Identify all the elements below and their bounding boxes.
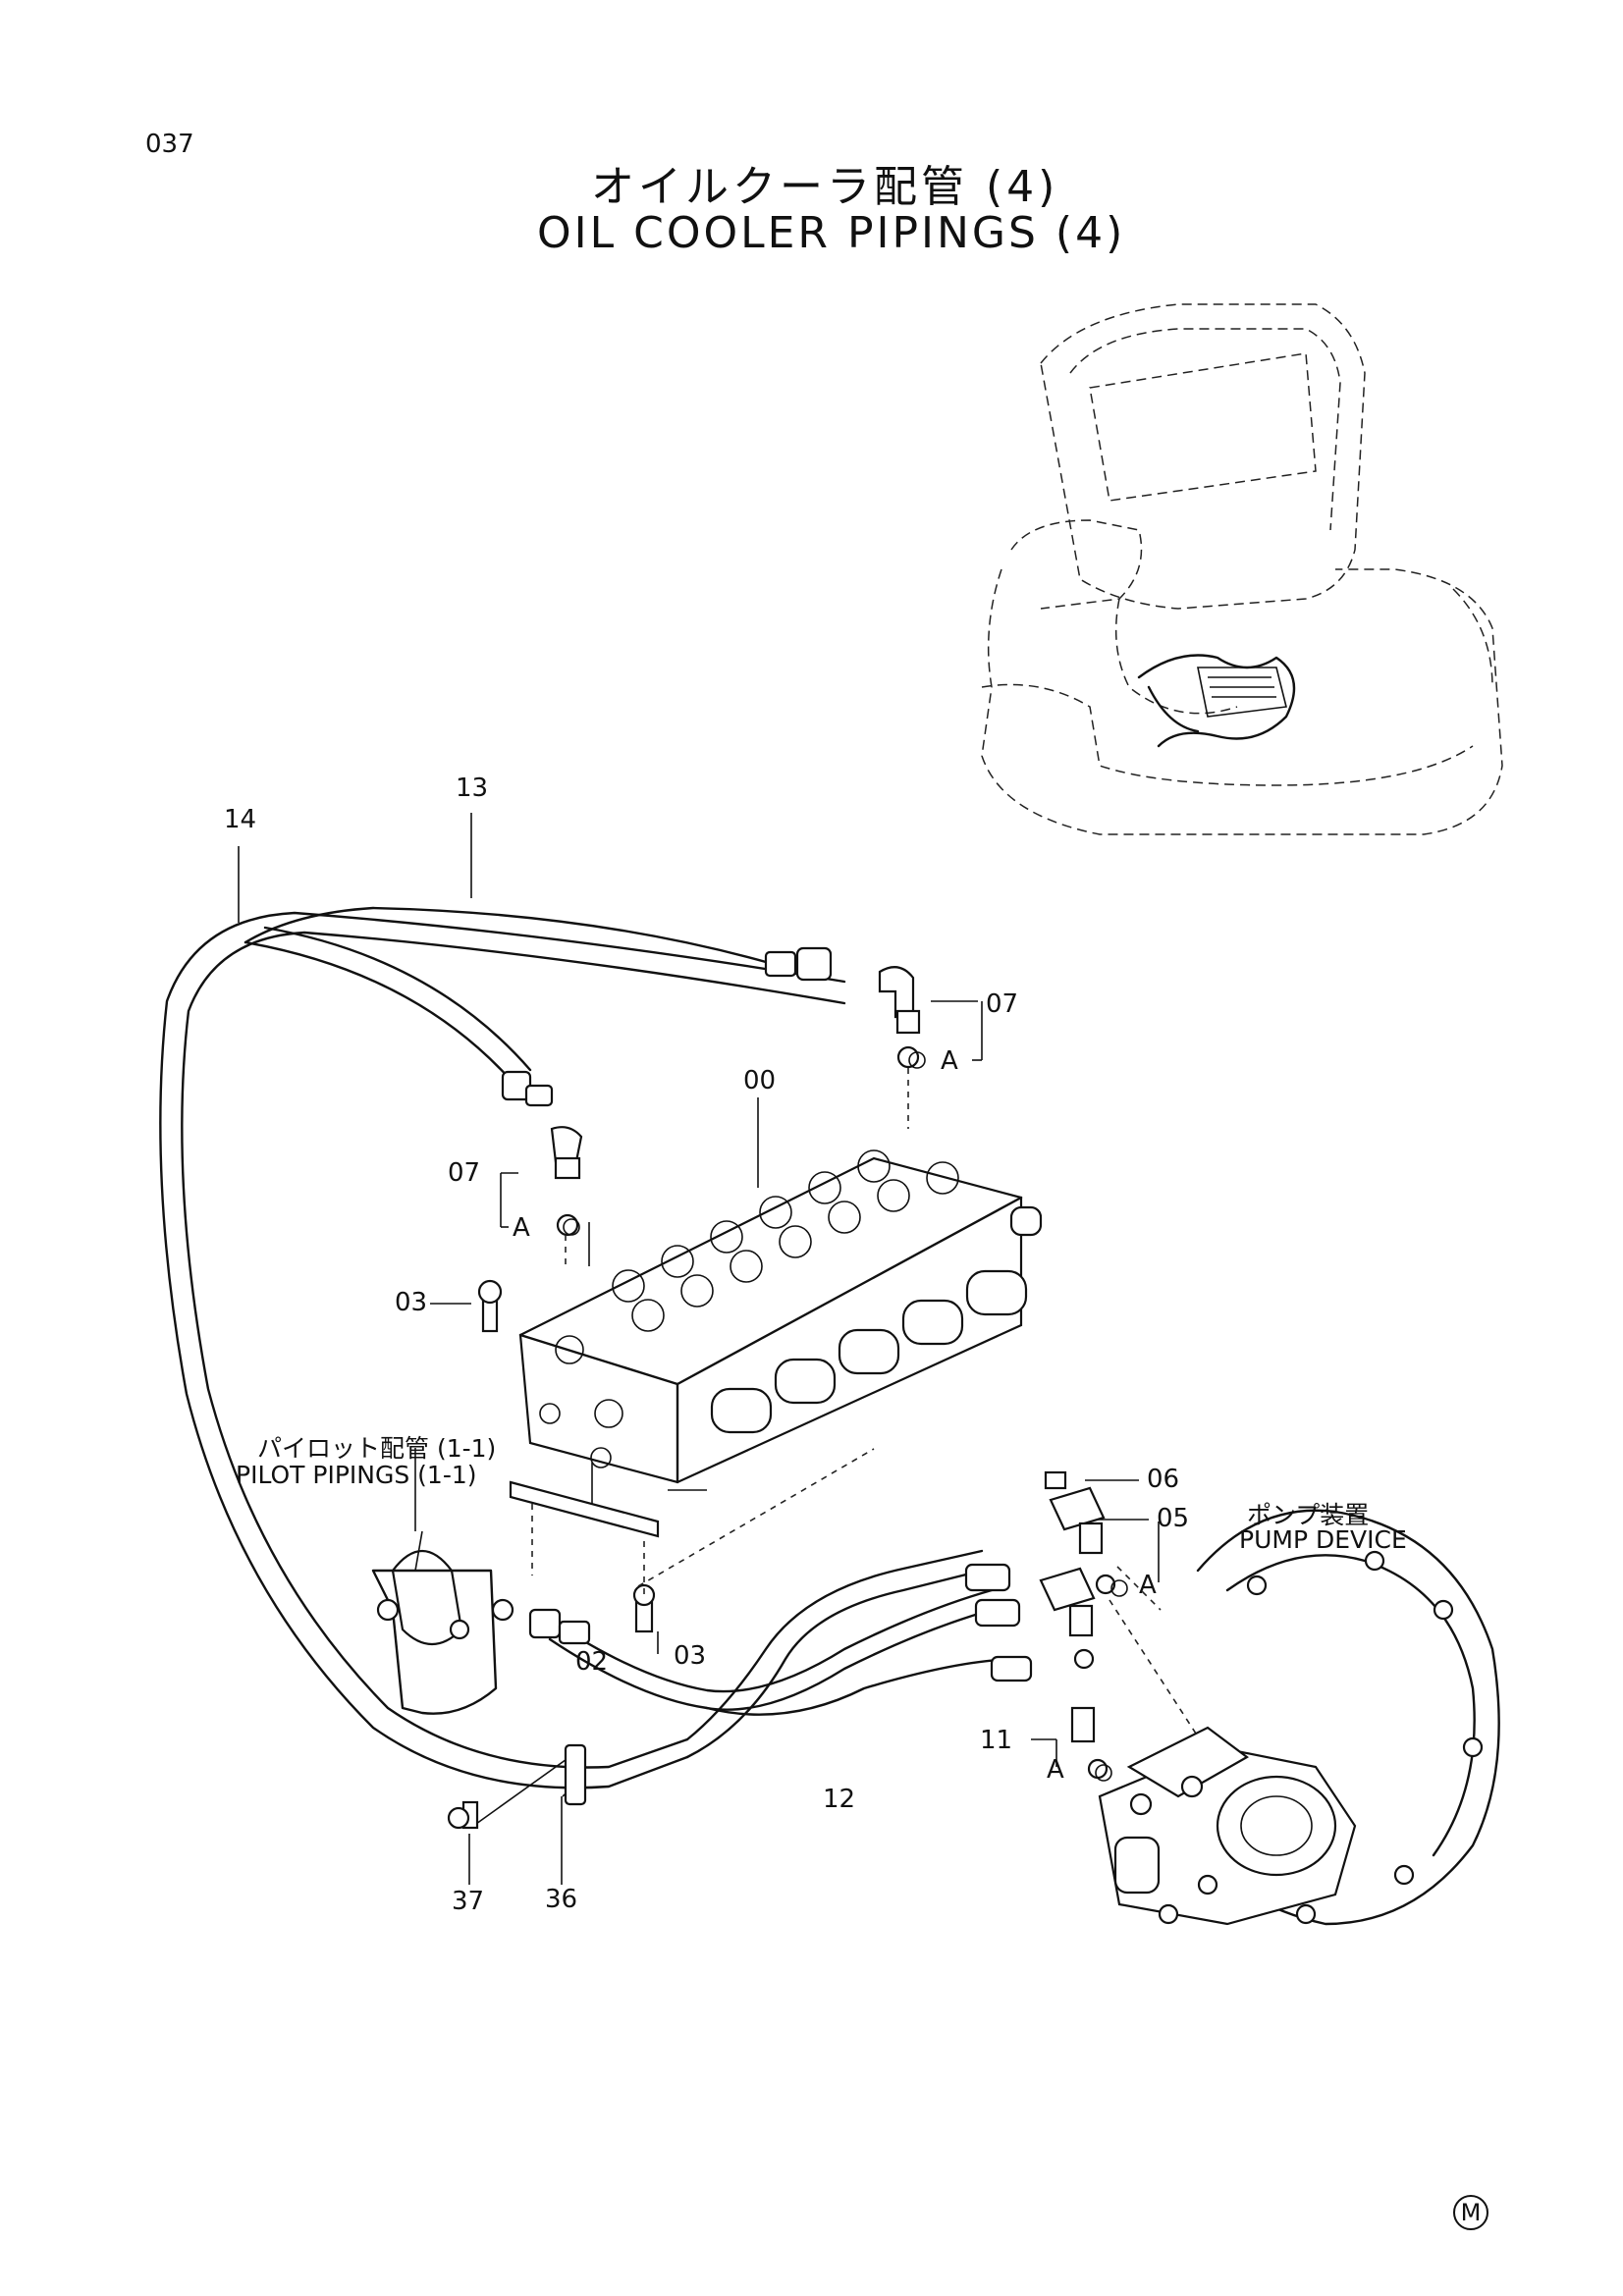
- page-title-english: OIL COOLER PIPINGS (4): [537, 208, 1126, 258]
- machine-overview-drawing: [981, 303, 1503, 835]
- page-number: 037: [145, 130, 194, 159]
- o-ring-symbols: [563, 1051, 1128, 1782]
- callout-05: 05: [1157, 1504, 1190, 1533]
- callout-03-upper: 03: [395, 1288, 428, 1317]
- callout-02: 02: [575, 1647, 609, 1677]
- mounting-plate-drawing: [509, 1068, 1218, 1768]
- page-title-japanese: オイルクーラ配管 (4): [591, 162, 1059, 212]
- pump-device-drawing: [1098, 1509, 1500, 1926]
- callout-a-pump: A: [1139, 1571, 1157, 1600]
- callout-14: 14: [224, 805, 257, 834]
- circled-m-mark: M: [1453, 2195, 1488, 2230]
- control-valve-drawing: [518, 1149, 1043, 1484]
- callout-a-lower: A: [1047, 1755, 1064, 1785]
- callout-37: 37: [452, 1887, 485, 1916]
- callout-03-lower: 03: [674, 1641, 707, 1671]
- pump-device-ref-english: PUMP DEVICE: [1239, 1525, 1407, 1554]
- callout-36: 36: [545, 1885, 578, 1914]
- callout-00: 00: [743, 1066, 777, 1095]
- hoses: [159, 906, 1023, 1789]
- callout-11: 11: [980, 1726, 1013, 1755]
- callout-12: 12: [823, 1785, 856, 1814]
- callout-06: 06: [1147, 1465, 1180, 1494]
- pilot-pipings-drawing: [371, 1530, 514, 1715]
- callout-a-left: A: [513, 1213, 530, 1243]
- fittings: [447, 946, 1116, 1830]
- callout-13: 13: [456, 774, 489, 803]
- callout-07-right: 07: [986, 989, 1019, 1019]
- callout-07-left: 07: [448, 1158, 481, 1188]
- pilot-pipings-ref-english: PILOT PIPINGS (1-1): [236, 1461, 477, 1489]
- pump-device-ref-japanese: ポンプ装置: [1247, 1501, 1370, 1529]
- pilot-pipings-ref-japanese: パイロット配管 (1-1): [257, 1434, 497, 1463]
- callout-a-right: A: [941, 1046, 958, 1076]
- valve-spools: [612, 1149, 1043, 1434]
